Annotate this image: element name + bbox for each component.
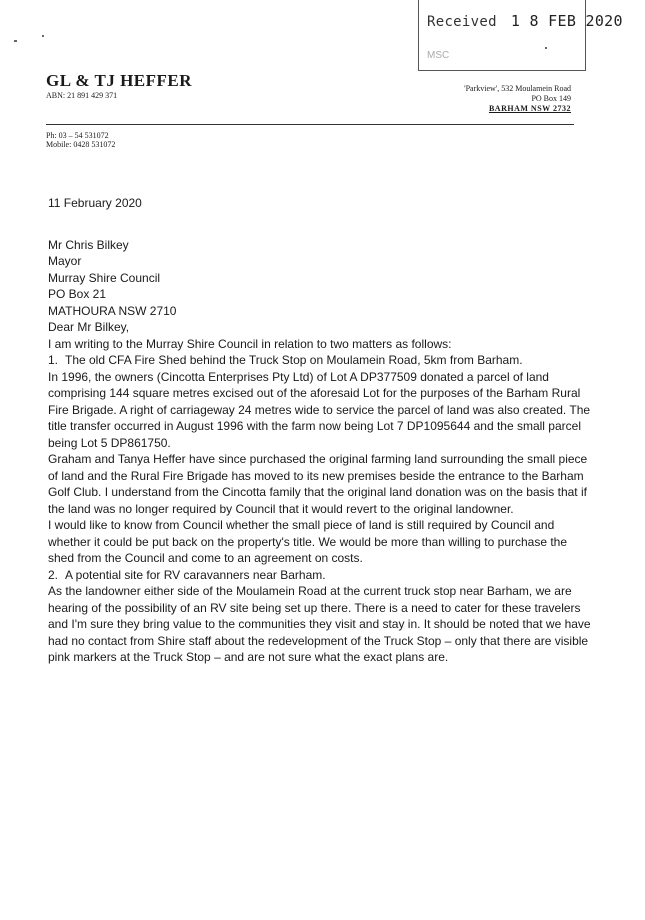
section-1-heading-text: The old CFA Fire Shed behind the Truck S…: [65, 353, 523, 367]
letterhead-divider: [46, 124, 574, 125]
letter-date: 11 February 2020: [48, 196, 142, 210]
scan-speck: [14, 40, 17, 42]
letter-body: 11 February 2020 Mr Chris Bilkey Mayor M…: [48, 195, 594, 666]
company-name: GL & TJ HEFFER: [46, 71, 193, 90]
stamp-text: Received 1 8 FEB 2020: [427, 12, 623, 30]
scan-speck: [545, 47, 547, 49]
recipient-po-box: PO Box 21: [48, 287, 107, 301]
mobile: Mobile: 0428 531072: [46, 140, 116, 149]
scan-speck: [42, 35, 44, 37]
recipient-name: Mr Chris Bilkey: [48, 237, 129, 252]
stamp-date: 1 8 FEB 2020: [510, 12, 623, 30]
section-2-heading-text: A potential site for RV caravanners near…: [65, 567, 326, 582]
address-line-2: PO Box 149: [531, 94, 571, 103]
section-1-paragraph: In 1996, the owners (Cincotta Enterprise…: [48, 369, 591, 450]
contact-details: Ph: 03 – 54 531072 Mobile: 0428 531072: [46, 131, 115, 149]
sender-address: 'Parkview', 532 Moulamein Road PO Box 14…: [464, 84, 571, 114]
section-2-number: 2.: [48, 567, 59, 582]
recipient-organisation: Murray Shire Council: [48, 270, 161, 285]
section-1-heading: 1. The old CFA Fire Shed behind the Truck…: [48, 352, 594, 369]
section-1-paragraph: I would like to know from Council whethe…: [48, 518, 568, 565]
abn: ABN: 21 891 429 371: [46, 91, 118, 100]
section-1-number: 1.: [48, 353, 59, 367]
section-2-heading: 2. A potential site for RV caravanners ne…: [48, 567, 594, 584]
section-1-paragraph: Graham and Tanya Heffer have since purch…: [48, 452, 588, 516]
recipient-town: MATHOURA NSW 2710: [48, 303, 177, 318]
stamp-faint-text: MSC: [427, 50, 450, 61]
intro-paragraph: I am writing to the Murray Shire Council…: [48, 336, 452, 351]
address-line-1: 'Parkview', 532 Moulamein Road: [464, 84, 571, 93]
salutation: Dear Mr Bilkey,: [48, 320, 130, 334]
received-stamp: Received 1 8 FEB 2020 MSC: [418, 0, 623, 71]
stamp-received-label: Received: [427, 14, 497, 30]
address-line-3: BARHAM NSW 2732: [488, 104, 571, 113]
recipient-title: Mayor: [48, 254, 82, 268]
section-2-paragraph: As the landowner either side of the Moul…: [48, 584, 591, 664]
phone: Ph: 03 – 54 531072: [46, 131, 109, 140]
recipient-block: Mr Chris Bilkey Mayor Murray Shire Counc…: [48, 237, 594, 320]
